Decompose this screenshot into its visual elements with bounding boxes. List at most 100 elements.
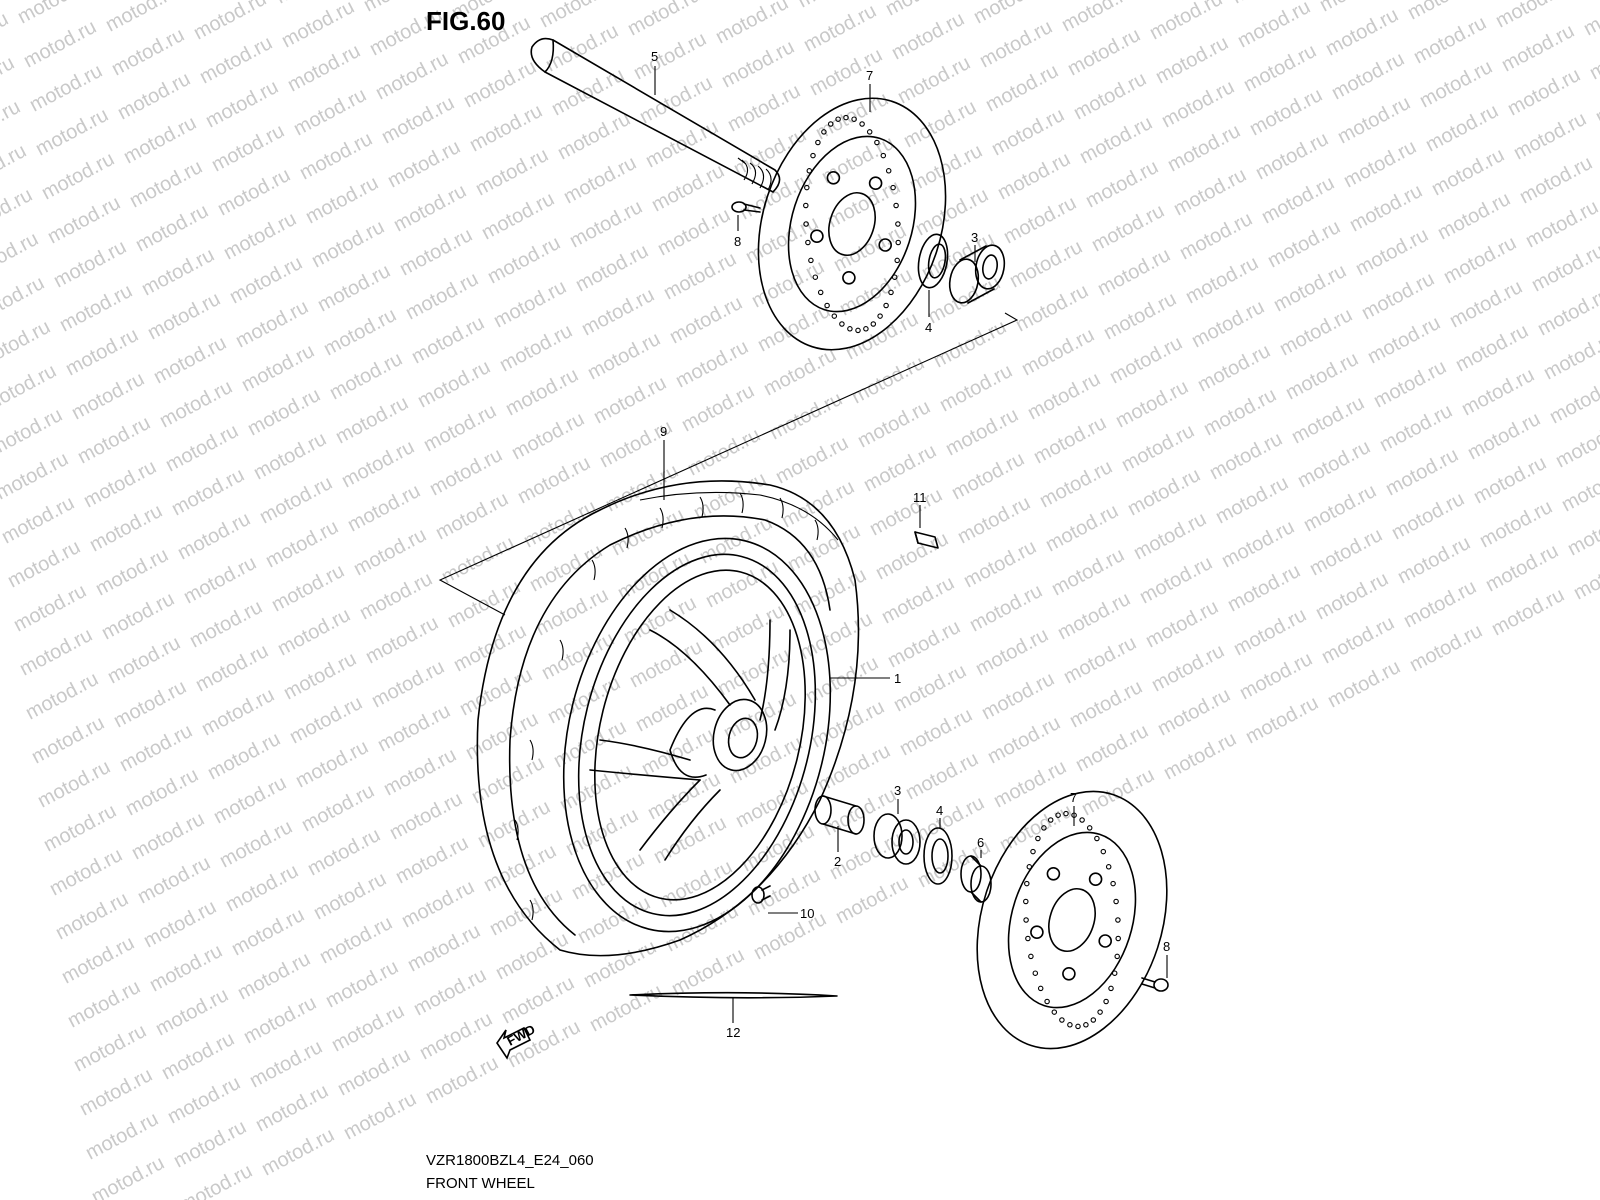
disc-vent-hole [1030,848,1036,855]
tire-tread-groove [779,497,784,519]
watermark-text: motod.ru [1160,728,1240,784]
part-collar[interactable] [960,855,992,903]
tire-tread-groove [659,507,664,529]
watermark-text: motod.ru [340,1088,420,1144]
watermark-text: motod.ru [1324,656,1404,712]
disc-vent-hole [1063,810,1069,817]
disc-bolt-hole [842,270,856,285]
callout-8-lower: 8 [1163,939,1170,954]
disc-vent-hole [874,139,880,146]
disc-vent-hole [894,257,900,264]
disc-bolt-hole [1098,934,1112,948]
disc-vent-hole [812,274,819,280]
disc-vent-hole [1079,817,1085,823]
disc-vent-hole [1023,898,1029,905]
disc-vent-hole [1047,817,1054,823]
tire-tread-groove [814,519,819,541]
disc-vent-hole [1113,898,1119,905]
disc-vent-hole [1035,835,1041,842]
disc-vent-hole [870,321,877,327]
disc-bolt-hole [1088,872,1103,887]
part-oil-seal-lower[interactable] [923,827,953,885]
disc-bolt-hole [1030,925,1044,940]
disc-vent-hole [1100,848,1107,855]
watermark-text: motod.ru [668,944,748,1000]
callout-7-lower: 7 [1070,790,1077,805]
disc-vent-hole [1067,1022,1073,1028]
part-spacer[interactable] [814,795,865,835]
part-disc-bolt-upper[interactable] [731,201,761,213]
disc-vent-hole [859,121,865,127]
tire-tread-groove [529,739,534,761]
disc-vent-hole [1097,1009,1103,1015]
disc-vent-hole [866,129,873,135]
part-bearing-lower[interactable] [873,813,921,865]
watermark-text: motod.ru [258,1124,338,1180]
disc-vent-hole [1115,935,1121,942]
figure-name: FRONT WHEEL [426,1175,535,1192]
part-oil-seal-upper[interactable] [915,232,952,290]
disc-vent-hole [1051,1009,1058,1015]
part-balancer-weight[interactable] [914,531,939,549]
disc-vent-hole [1025,935,1031,942]
disc-vent-hole [1110,880,1116,887]
part-rim-tape[interactable] [629,991,838,999]
tire-tread-groove [739,492,744,514]
disc-vent-hole [1094,835,1100,842]
disc-vent-hole [1111,970,1118,976]
disc-vent-hole [888,289,894,296]
part-bearing-upper[interactable] [946,243,1007,305]
fwd-arrow-icon [496,1026,532,1060]
disc-vent-hole [804,184,810,191]
disc-vent-hole [895,221,901,227]
disc-vent-hole [827,121,834,127]
disc-vent-hole [1032,970,1039,976]
callout-12: 12 [726,1025,740,1040]
watermark-text: motod.ru [832,872,912,928]
disc-vent-hole [851,116,857,122]
callout-7-upper: 7 [866,68,873,83]
callout-9: 9 [660,424,667,439]
tire-tread-groove [699,496,704,518]
disc-vent-hole [1037,985,1044,992]
watermark-text: motod.ru [1406,620,1486,676]
disc-vent-hole [1044,998,1050,1005]
disc-vent-hole [891,274,898,280]
disc-vent-hole [1105,864,1112,870]
disc-vent-hole [847,326,853,332]
disc-bolt-hole [878,238,893,252]
figure-model-code: VZR1800BZL4_E24_060 [426,1152,594,1169]
disc-vent-hole [1115,917,1121,923]
part-disc-bolt-lower[interactable] [1141,977,1169,992]
disc-vent-hole [880,152,887,159]
disc-vent-hole [890,184,896,191]
tire-tread-groove [559,639,564,661]
tire-tread-groove [514,819,519,841]
disc-vent-hole [877,313,883,319]
disc-bolt-hole [1062,966,1076,981]
disc-vent-hole [1026,864,1033,870]
disc-vent-hole [803,202,809,209]
disc-vent-hole [883,302,889,309]
watermark-text: motod.ru [422,1052,502,1108]
watermark-text: motod.ru [750,908,830,964]
disc-vent-hole [1024,880,1030,887]
part-brake-disc-upper[interactable] [727,74,976,374]
part-brake-disc-lower[interactable] [946,767,1199,1074]
disc-bolt-hole [810,229,824,243]
disc-vent-hole [817,289,824,296]
disc-vent-hole [1114,953,1120,960]
part-axle[interactable] [530,37,781,193]
disc-vent-hole [815,139,821,146]
callout-4-lower: 4 [936,803,943,818]
part-wheel-rim[interactable] [524,510,869,960]
tire-tread-groove [624,527,629,549]
callout-1: 1 [894,671,901,686]
disc-bolt-hole [826,171,841,185]
disc-bolt-hole [868,176,883,190]
part-valve[interactable] [751,885,771,904]
disc-vent-hole [1103,998,1109,1005]
disc-vent-hole [810,152,816,159]
callout-2: 2 [834,854,841,869]
